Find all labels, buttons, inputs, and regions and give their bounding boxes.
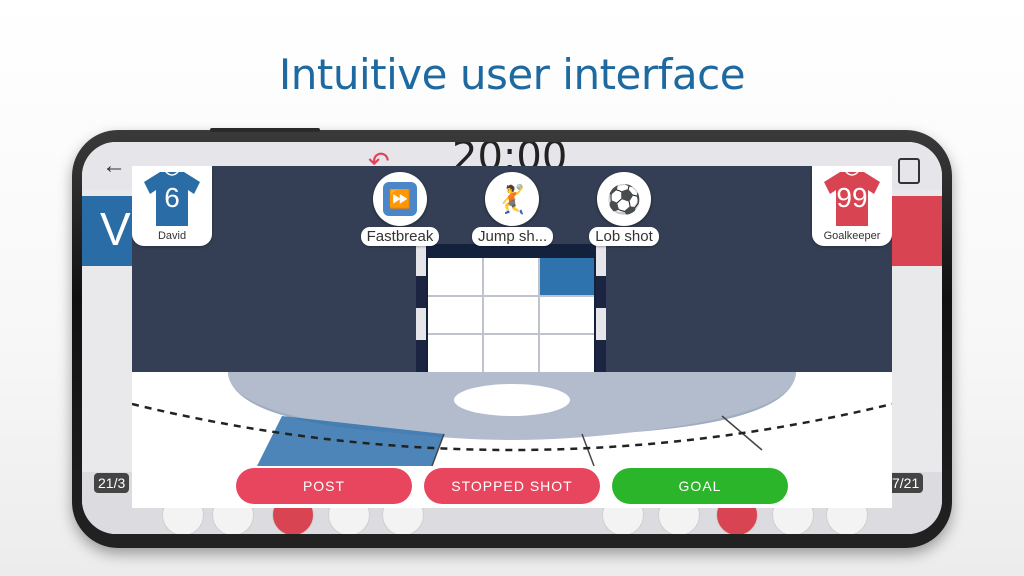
goal-zone-top-center[interactable] xyxy=(484,258,538,295)
headline: Intuitive user interface xyxy=(278,50,746,99)
goal-button[interactable]: GOAL xyxy=(612,468,788,504)
shot-type-lob-shot[interactable]: ⚽ Lob shot xyxy=(584,172,664,246)
goalkeeper-card[interactable]: 99 Goalkeeper xyxy=(812,166,892,246)
goal-zone-top-right[interactable] xyxy=(540,258,594,295)
score-right: 7/21 xyxy=(888,473,924,493)
jersey-icon: 6 xyxy=(142,170,202,226)
goal-zone-bottom-center[interactable] xyxy=(484,335,538,372)
player-name: Goalkeeper xyxy=(823,230,881,242)
shooter-card[interactable]: 6 David xyxy=(132,166,212,246)
fast-forward-icon: ⏩ xyxy=(373,172,427,226)
phone-button-top xyxy=(210,128,320,132)
team-left-letter: V xyxy=(100,203,131,255)
goal-zone-middle-right[interactable] xyxy=(540,296,594,334)
goal-zone-bottom-right[interactable] xyxy=(540,335,594,372)
document-chart-icon[interactable] xyxy=(898,158,920,184)
shot-type-label: Lob shot xyxy=(589,227,659,246)
shot-type-fastbreak[interactable]: ⏩ Fastbreak xyxy=(360,172,440,246)
shot-type-label: Fastbreak xyxy=(360,227,440,246)
goal-post-left xyxy=(416,244,426,372)
stopped-shot-button[interactable]: STOPPED SHOT xyxy=(424,468,600,504)
jersey-number: 6 xyxy=(164,182,180,213)
shot-type-jump-shot[interactable]: 🤾 Jump sh... xyxy=(472,172,554,246)
goal-zone-middle-left[interactable] xyxy=(428,296,482,334)
goal-zone-middle-center[interactable] xyxy=(484,296,538,334)
handball-player-icon: 🤾 xyxy=(485,172,539,226)
post-button[interactable]: POST xyxy=(236,468,412,504)
team-right-banner xyxy=(890,196,942,266)
goal-grid xyxy=(428,258,594,372)
shot-dialog: ⏩ Fastbreak 🤾 Jump sh... ⚽ Lob shot 6 Da… xyxy=(132,166,892,508)
shot-type-label: Jump sh... xyxy=(472,227,554,246)
goal-zone-bottom-left[interactable] xyxy=(428,335,482,372)
player-name: David xyxy=(157,230,187,242)
soccer-ball-icon: ⚽ xyxy=(597,172,651,226)
goal-post-right xyxy=(596,244,606,372)
goal-zone-top-left[interactable] xyxy=(428,258,482,295)
jersey-number: 99 xyxy=(836,182,868,213)
jersey-icon: 99 xyxy=(822,170,882,226)
arrow-left-icon[interactable]: ← xyxy=(102,152,126,179)
score-left: 21/3 xyxy=(94,473,130,493)
